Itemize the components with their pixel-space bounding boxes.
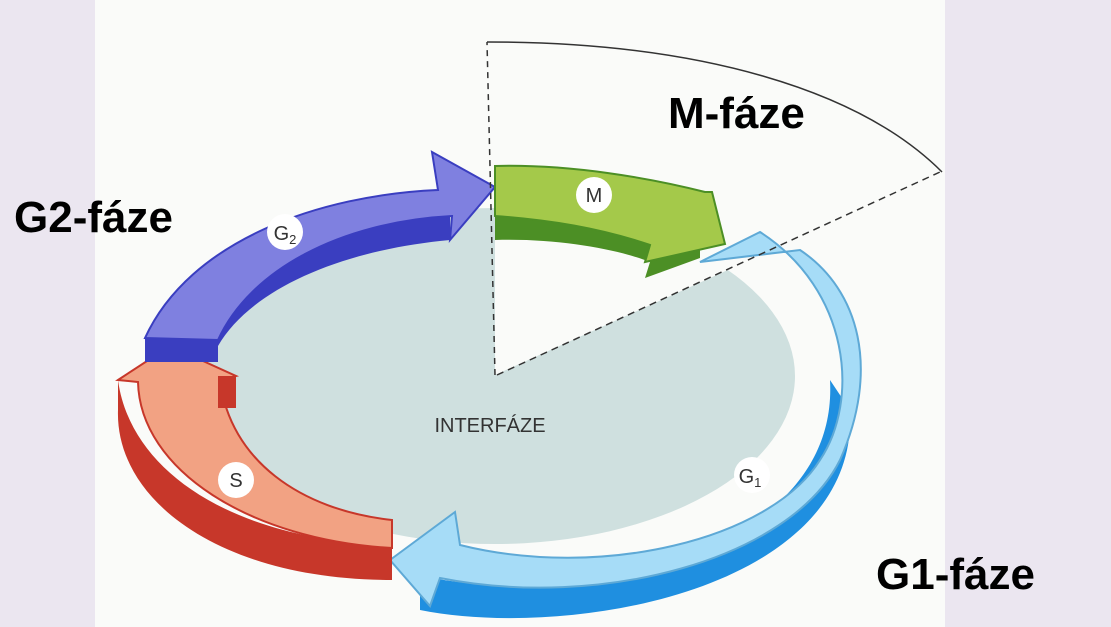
s-arrow xyxy=(115,344,393,580)
m-sector-left-edge xyxy=(486,41,496,376)
g1-badge-main: G xyxy=(739,466,755,488)
g1-badge-sub: 1 xyxy=(754,475,761,490)
g2-badge: G2 xyxy=(267,214,303,250)
g2-arrow-top xyxy=(143,150,497,342)
svg-text:G2: G2 xyxy=(274,223,297,247)
g2-phase-label: G2-fáze xyxy=(14,193,173,242)
m-sector-right-edge xyxy=(496,171,941,376)
g1-arrow xyxy=(388,230,862,619)
m-sector-arc xyxy=(486,41,943,173)
svg-text:G1: G1 xyxy=(739,466,762,490)
g2-badge-sub: 2 xyxy=(289,232,296,247)
m-badge-label: M xyxy=(586,185,603,207)
m-arrow-top xyxy=(494,164,727,264)
s-badge: S xyxy=(218,462,254,498)
g2-arrow xyxy=(143,150,497,362)
g2-badge-main: G xyxy=(274,223,290,245)
m-phase-label: M-fáze xyxy=(668,89,805,138)
s-arrow-top xyxy=(115,344,393,550)
m-arrow xyxy=(494,164,727,278)
m-badge: M xyxy=(576,177,612,213)
s-badge-label: S xyxy=(229,470,242,492)
g1-arrow-side xyxy=(420,380,851,619)
s-arrow-side xyxy=(117,380,392,580)
s-arrow-notch xyxy=(218,376,236,408)
g1-arrow-top xyxy=(388,230,862,608)
m-phase-sector-fill xyxy=(495,40,945,375)
g1-phase-label: G1-fáze xyxy=(876,550,1035,599)
interphase-label: INTERFÁZE xyxy=(434,414,545,437)
g1-badge: G1 xyxy=(734,457,770,493)
